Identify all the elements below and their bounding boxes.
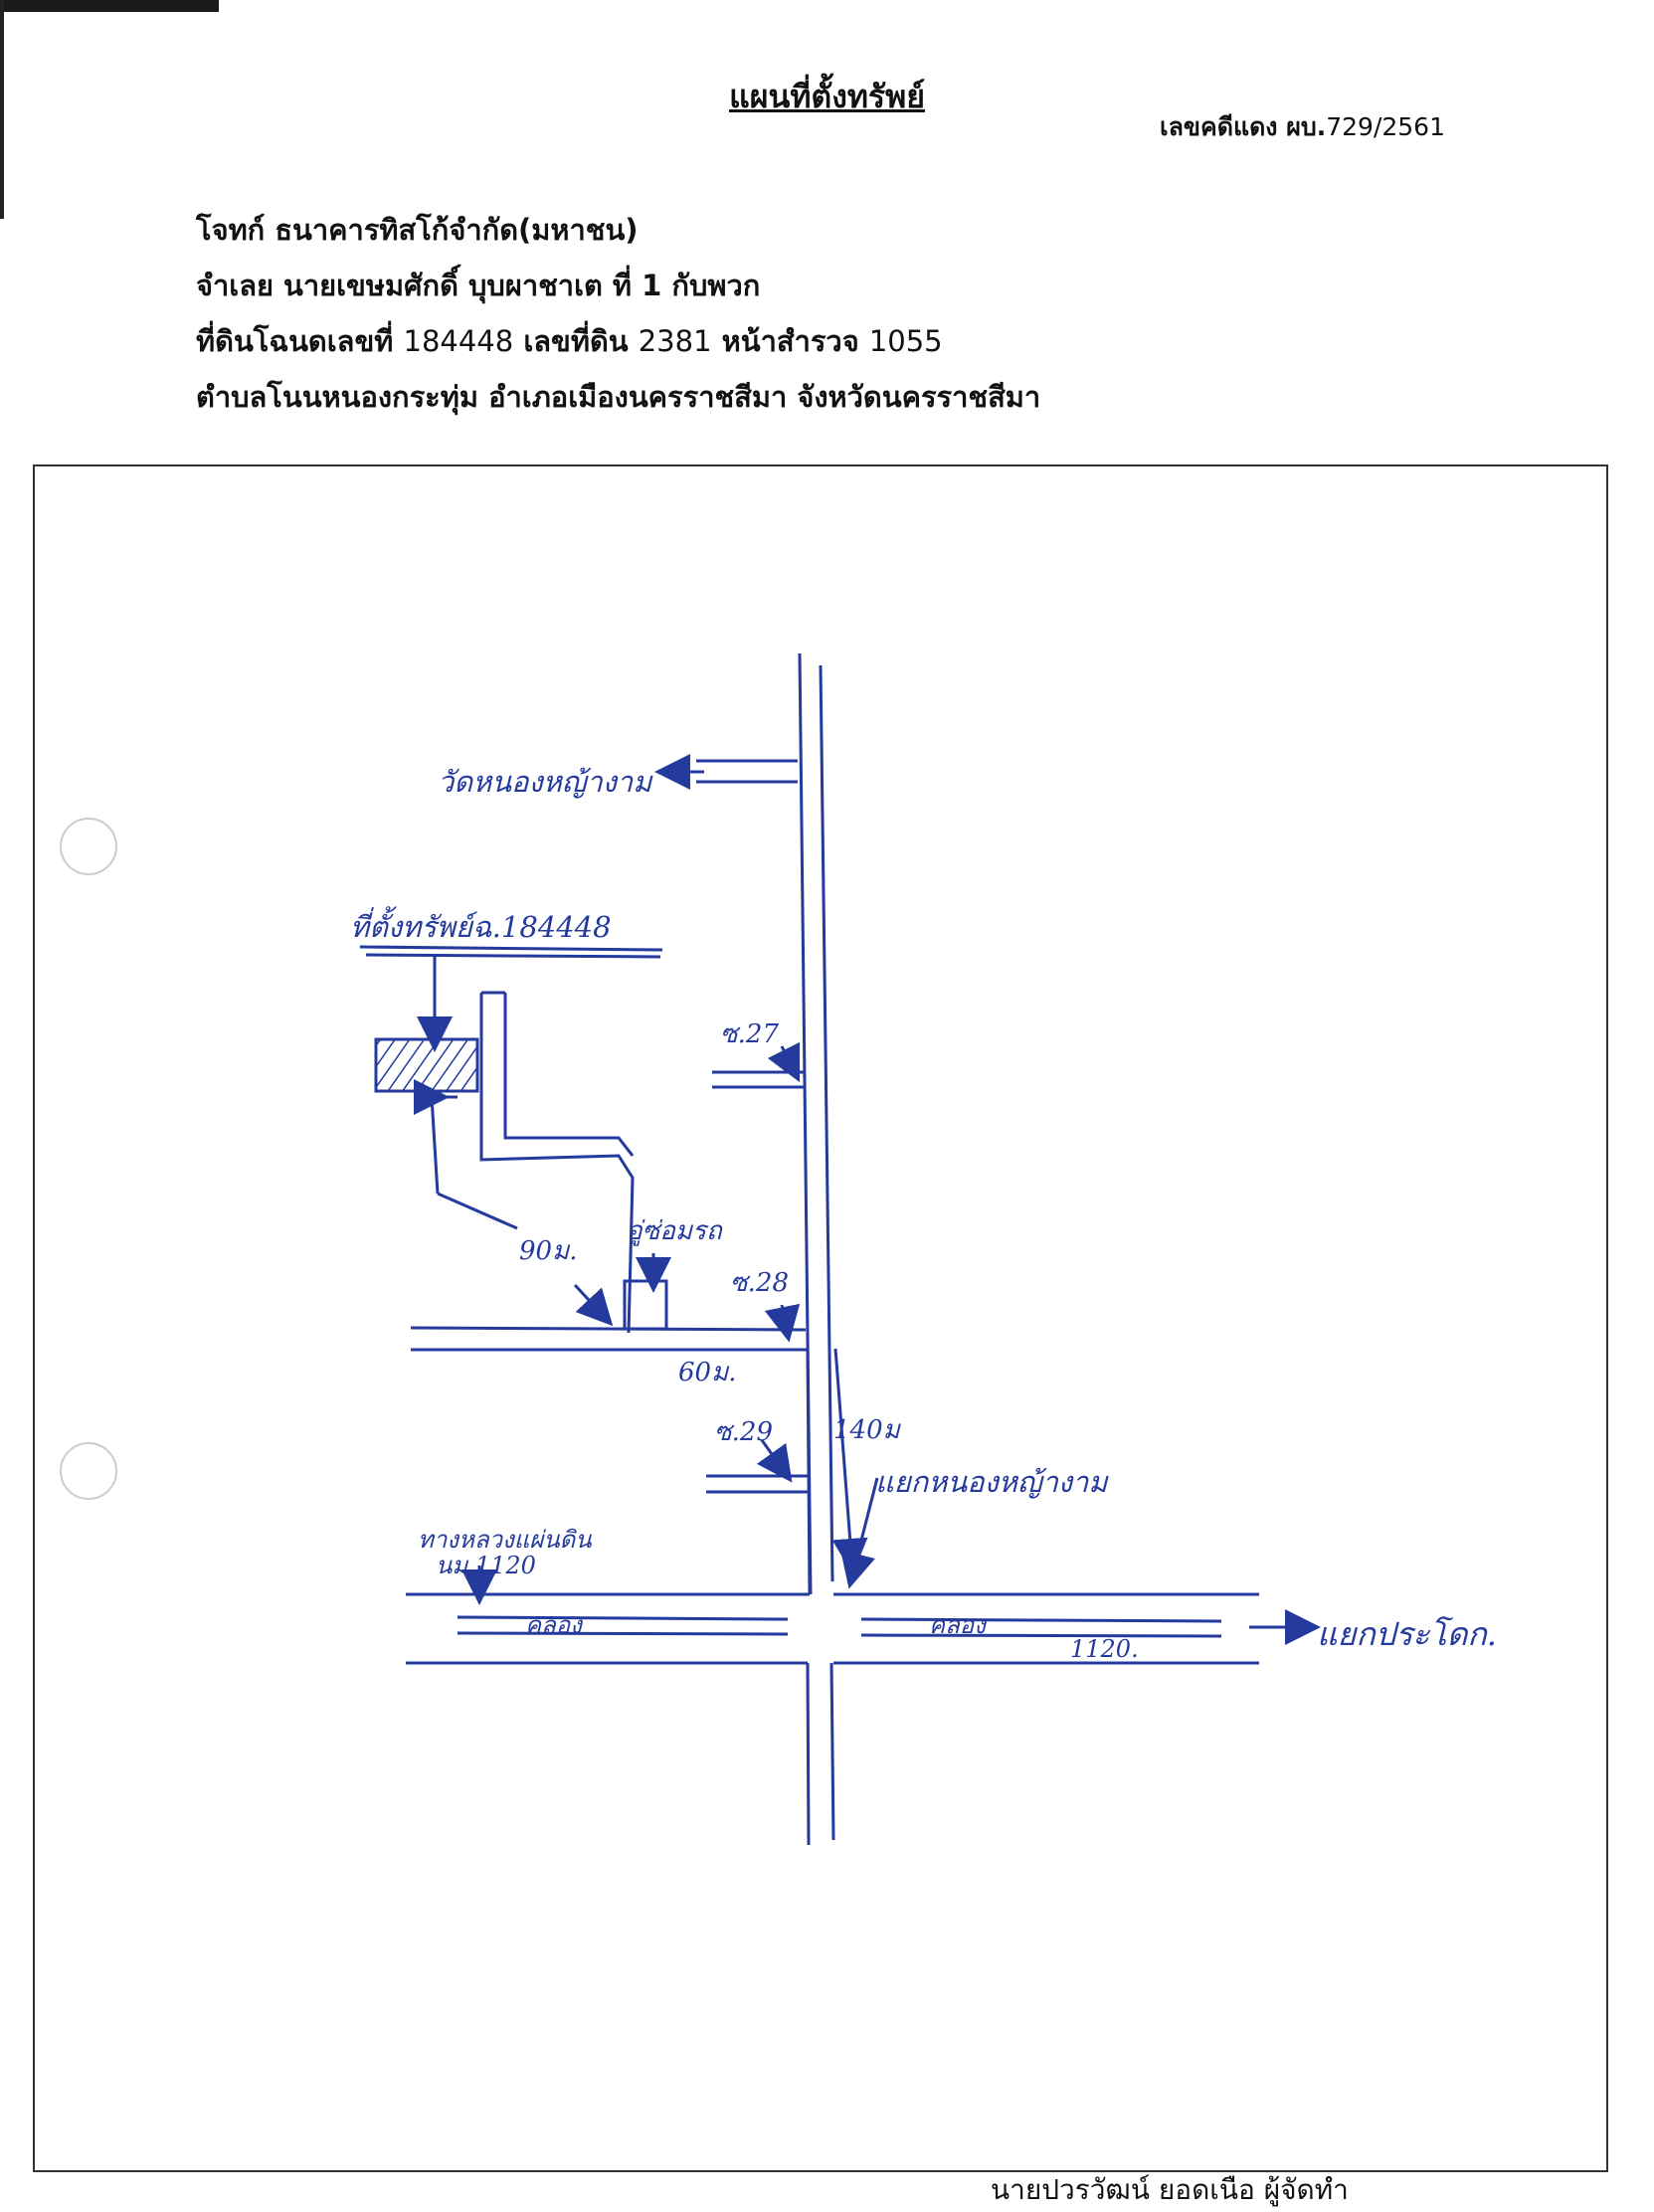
survey-number: 1055 (868, 324, 943, 358)
scan-corner-mark (0, 0, 219, 12)
garage-label: อู่ซ่อมรถ (627, 1216, 723, 1246)
access-lane-inner (503, 993, 635, 1157)
direction-label: แยกประโดก. (1317, 1615, 1497, 1653)
canal-left-top (457, 1615, 789, 1621)
soi28-top (410, 1326, 807, 1332)
property-label: ที่ตั้งทรัพย์ฉ.184448 (350, 906, 612, 944)
soi28-label: ซ.28 (730, 1268, 789, 1298)
dist-60-label: 60ม. (678, 1358, 737, 1387)
deed-line: ที่ดินโฉนดเลขที่ 184448 เลขที่ดิน 2381 ห… (196, 318, 943, 364)
canal-right-bottom (860, 1633, 1222, 1638)
highway-number: นม.1120 (436, 1552, 536, 1579)
case-label: เลขคดีแดง ผบ. (1160, 112, 1327, 141)
temple-label: วัดหนองหญ้างาม (438, 765, 653, 799)
junction-label: แยกหนองหญ้างาม (875, 1465, 1109, 1499)
soi27-arrow (767, 1041, 801, 1083)
arrow-90-diag (437, 1192, 518, 1230)
plaintiff-line: โจทก์ ธนาคารทิสโก้จำกัด(มหาชน) (196, 213, 639, 247)
survey-label: หน้าสำรวจ (721, 324, 859, 358)
defendant-line: จำเลย นายเขษมศักดิ์ บุบผาชาเต ที่ 1 กับพ… (196, 269, 761, 302)
canal-left-label: คลอง (525, 1611, 584, 1639)
property-underline-2 (365, 953, 661, 959)
dist-90-label: 90ม. (519, 1236, 578, 1266)
canal-right-label: คลอง (929, 1611, 988, 1639)
land-number: 2381 (638, 324, 712, 358)
connector (806, 1349, 812, 1595)
property-parcel (374, 1037, 479, 1093)
signature-line: นายปวรวัฒน์ ยอดเนือ ผู้จัดทำ (991, 2173, 1349, 2206)
punch-hole-top (60, 818, 117, 875)
canal-right-top (860, 1617, 1222, 1623)
scan-edge-mark (0, 0, 4, 219)
highway-label: ทางหลวงแผ่นดิน (418, 1526, 592, 1554)
soi27-label: ซ.27 (720, 1019, 779, 1049)
soi29-arrow (756, 1439, 793, 1483)
road-lines (359, 652, 1321, 1846)
main-road-right-edge (819, 664, 834, 1582)
canal-left-bottom (457, 1631, 789, 1636)
property-underline-1 (359, 945, 663, 952)
soi29-label: ซ.29 (714, 1417, 773, 1447)
map-frame (33, 464, 1608, 2172)
road-number: 1120. (1070, 1635, 1139, 1663)
punch-hole-bottom (60, 1442, 117, 1500)
case-value: 729/2561 (1326, 112, 1445, 141)
access-lane-outer (479, 993, 635, 1334)
deed-number: 184448 (403, 324, 514, 358)
arrow-90-stem (430, 1096, 440, 1195)
arrow-90-tip (573, 1283, 614, 1327)
deed-label: ที่ดินโฉนดเลขที่ (196, 324, 394, 358)
dist-140-label: 140ม (833, 1415, 902, 1445)
junction-arrow (840, 1477, 879, 1589)
soi28-arrow (764, 1303, 801, 1343)
main-road-south-right (829, 1662, 835, 1841)
case-number: เลขคดีแดง ผบ.729/2561 (1160, 107, 1445, 147)
land-label: เลขที่ดิน (523, 324, 629, 358)
main-road-south-left (806, 1662, 811, 1846)
dist-140-arrow (831, 1348, 868, 1574)
location-line: ตำบลโนนหนองกระทุ่ม อำเภอเมืองนครราชสีมา … (196, 380, 1041, 414)
page-title: แผนที่ตั้งทรัพย์ (729, 78, 925, 115)
